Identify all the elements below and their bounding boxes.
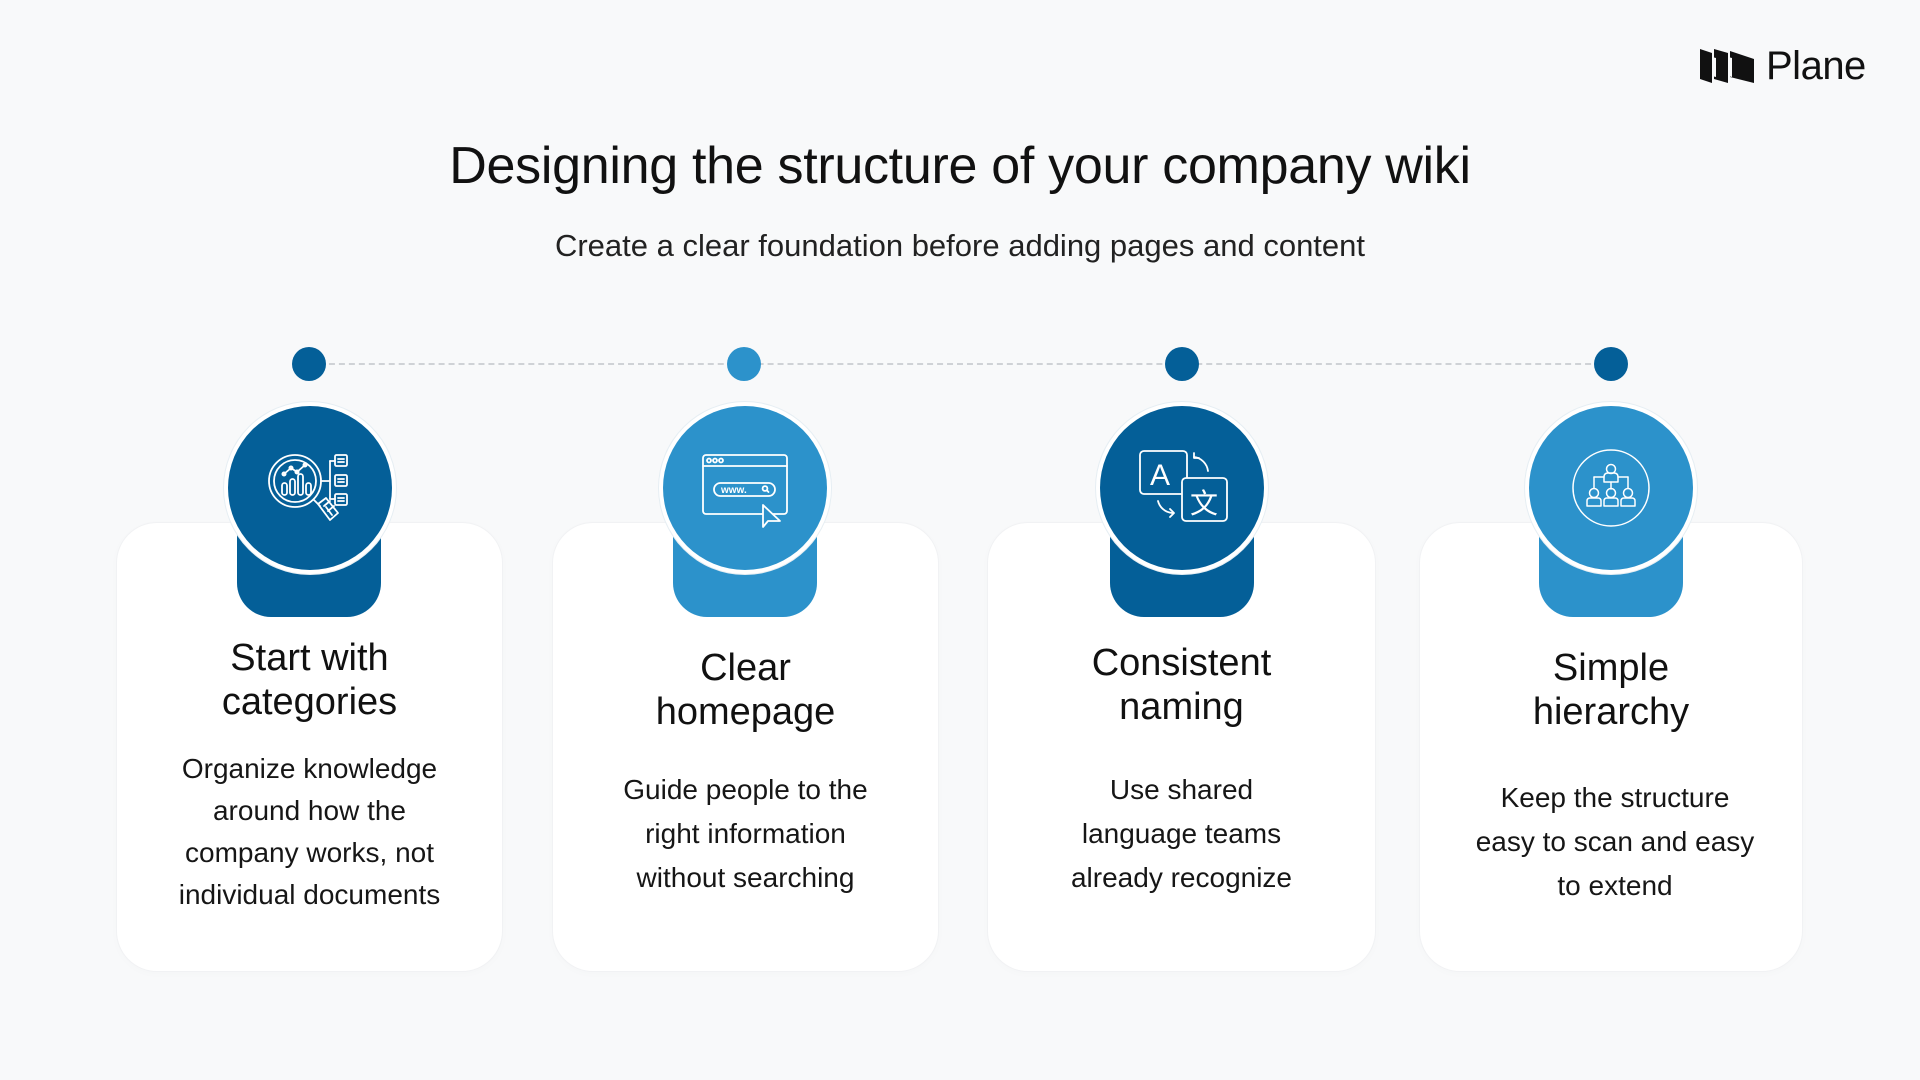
timeline-dot-1: [292, 347, 326, 381]
step-badge-4: [1529, 406, 1693, 570]
browser-search-icon: www.: [702, 454, 788, 528]
svg-text:文: 文: [1190, 487, 1218, 520]
step-body-line: without searching: [636, 862, 855, 893]
step-heading-line: Simple: [1552, 647, 1670, 689]
step-heading-line: categories: [221, 681, 398, 723]
step-heading-line: homepage: [655, 691, 836, 733]
step-heading-3: Consistent naming: [988, 641, 1375, 729]
step-heading-line: Start with: [230, 637, 389, 679]
plane-logo-icon: [1700, 49, 1754, 83]
step-badge-3: A 文: [1100, 406, 1264, 570]
step-body-line: already recognize: [1070, 862, 1293, 893]
step-body-line: language teams: [1081, 818, 1282, 849]
svg-text:www.: www.: [720, 485, 747, 496]
step-body-line: Organize knowledge: [181, 753, 438, 784]
step-heading-1: Start with categories: [117, 636, 502, 724]
step-body-line: Guide people to the: [623, 774, 868, 805]
step-body-line: around how the: [212, 795, 407, 826]
step-body-line: Keep the structure: [1500, 782, 1730, 813]
plane-logo: Plane: [1698, 46, 1866, 86]
step-body-3: Use shared language teams already recogn…: [988, 768, 1375, 900]
step-body-4: Keep the structure easy to scan and easy…: [1420, 776, 1810, 908]
analytics-magnifier-icon: [268, 454, 348, 521]
step-body-line: to extend: [1557, 870, 1673, 901]
step-badge-2: www.: [663, 406, 827, 570]
step-badge-1: [228, 406, 392, 570]
page-title: Designing the structure of your company …: [449, 137, 1471, 195]
step-body-1: Organize knowledge around how the compan…: [117, 748, 502, 916]
step-body-line: easy to scan and easy: [1475, 826, 1755, 857]
page-subtitle: Create a clear foundation before adding …: [554, 228, 1366, 263]
step-body-2: Guide people to the right information wi…: [553, 768, 938, 900]
step-body-line: individual documents: [178, 879, 441, 910]
step-body-line: company works, not: [185, 837, 434, 868]
org-hierarchy-icon: [1572, 449, 1650, 527]
step-heading-line: Consistent: [1091, 642, 1272, 684]
timeline-dashed-line: [309, 363, 1611, 365]
step-heading-line: hierarchy: [1532, 691, 1690, 733]
step-heading-line: naming: [1119, 686, 1244, 728]
step-body-line: Use shared: [1109, 774, 1254, 805]
translate-icon: A 文: [1139, 450, 1228, 522]
step-heading-4: Simple hierarchy: [1420, 646, 1802, 734]
svg-text:A: A: [1150, 459, 1170, 492]
step-body-line: right information: [645, 818, 846, 849]
logo-text: Plane: [1766, 44, 1866, 88]
timeline-dot-3: [1165, 347, 1199, 381]
step-heading-line: Clear: [700, 647, 791, 689]
timeline-dot-4: [1594, 347, 1628, 381]
timeline-dot-2: [727, 347, 761, 381]
step-heading-2: Clear homepage: [553, 646, 938, 734]
